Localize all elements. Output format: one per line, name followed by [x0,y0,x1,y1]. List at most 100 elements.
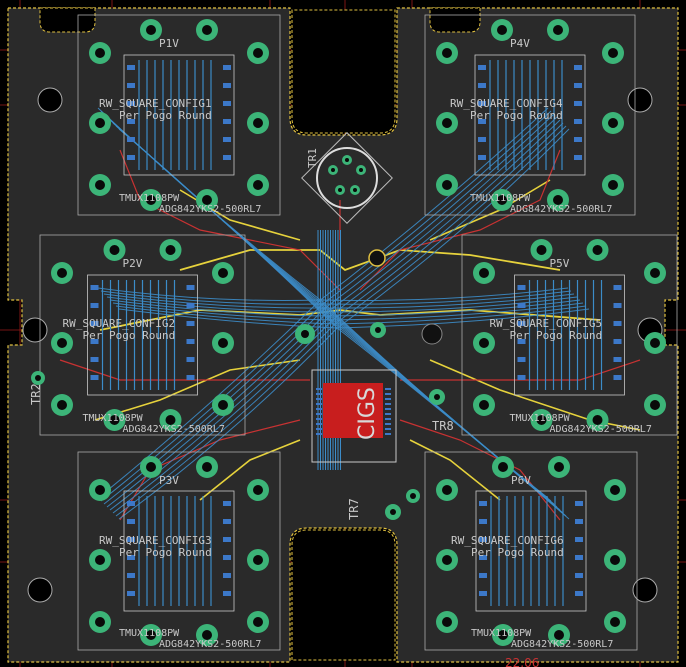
ring-pad-hole [331,168,335,172]
square-pad-icon [223,83,231,88]
ring-pad-hole [345,158,349,162]
module-ref-label: P5V [550,257,570,270]
ring-pad-hole [497,25,507,35]
square-pad-icon [385,413,391,415]
ring-pad-hole [57,338,67,348]
trace [325,293,575,309]
square-pad-icon [316,418,322,420]
ring-pad-hole [338,188,342,192]
trace [409,439,501,501]
square-pad-icon [574,83,582,88]
module-ref-label: P1V [159,37,179,50]
module-mux-label: TMUX1108PW [83,413,144,424]
trace [119,149,341,291]
ring-pad-hole [202,462,212,472]
trace [400,359,641,381]
tr8-label: TR8 [432,419,454,433]
ring-pad-hole [253,617,263,627]
ring-pad-hole [610,617,620,627]
trace [94,359,301,421]
board-shape [7,7,679,663]
tr7-label: TR7 [347,498,361,520]
ring-pad-hole [109,245,120,255]
tab-top-left [39,7,96,33]
square-pad-icon [613,303,622,308]
trace [327,296,578,313]
square-pad-icon [385,398,391,400]
square-pad-icon [90,303,99,308]
ring-pad-hole [554,462,564,472]
ring-pad-hole [479,400,489,410]
square-pad-icon [574,65,582,70]
ring-pad-hole [202,25,212,35]
square-pad-icon [479,573,487,578]
square-pad-icon [90,339,99,344]
square-pad-icon [127,519,135,524]
trace [329,299,581,317]
ring-pad-hole [650,268,660,278]
trace [334,305,587,325]
tr1-label: TR1 [306,148,319,168]
ring-pad-hole [253,555,263,565]
top-notch [291,9,396,134]
module-config-label: RW_SQUARE_CONFIG5 [490,317,603,330]
square-pad-icon [517,375,526,380]
trace [332,122,564,321]
tr7-pad-b-hole [410,493,416,499]
tr1-sensor[interactable] [316,147,378,209]
ring-pad-hole [498,462,508,472]
ring-pad-hole [553,195,563,205]
square-pad-icon [127,155,135,160]
ring-pad-hole [165,415,176,425]
module-config-label: RW_SQUARE_CONFIG3 [99,534,212,547]
tr8-pad-a-hole [434,394,440,400]
square-pad-icon [223,501,231,506]
ring-pad-hole [57,400,67,410]
mounting-hole-icon [22,317,48,343]
trace [179,249,561,272]
square-pad-icon [385,433,391,435]
module-mux-label: TMUX1108PW [470,193,531,204]
trace [322,290,572,305]
mounting-hole-icon [627,87,653,113]
tr1-pads [328,155,366,195]
trace [59,359,310,381]
square-pad-icon [127,591,135,596]
square-pad-icon [223,119,231,124]
module-mux-label: TMUX1108PW [471,628,532,639]
module-outline [424,14,636,216]
square-pad-icon [223,101,231,106]
ring-pad-hole [359,168,363,172]
square-pad-icon [127,137,135,142]
square-pad-icon [316,403,322,405]
module-ic-outline [87,274,198,396]
square-pad-icon [316,388,322,390]
module-part-label: ADG842YKS2-500RL7 [511,639,613,650]
square-pad-icon [385,403,391,405]
square-pad-icon [478,155,486,160]
mounting-holes [22,87,663,603]
ring-pad-hole [253,48,263,58]
ring-pad-hole [497,195,507,205]
trace [119,419,301,521]
square-pad-icon [223,573,231,578]
cigs-chip[interactable] [323,383,383,438]
trace [320,107,549,301]
mounting-hole-icon [27,577,53,603]
square-pad-icon [127,65,135,70]
footer-value: 22.06 [505,656,539,667]
square-pad-icon [127,573,135,578]
ring-pad-hole [554,630,564,640]
trace [97,299,321,499]
square-pad-icon [479,537,487,542]
ring-pad-hole [218,400,228,410]
square-pad-icon [613,357,622,362]
ring-pad-hole [146,630,156,640]
square-pad-icon [316,423,322,425]
module-ic-outline [474,54,586,176]
ring-pad-hole [610,555,620,565]
square-pad-icon [186,321,195,326]
